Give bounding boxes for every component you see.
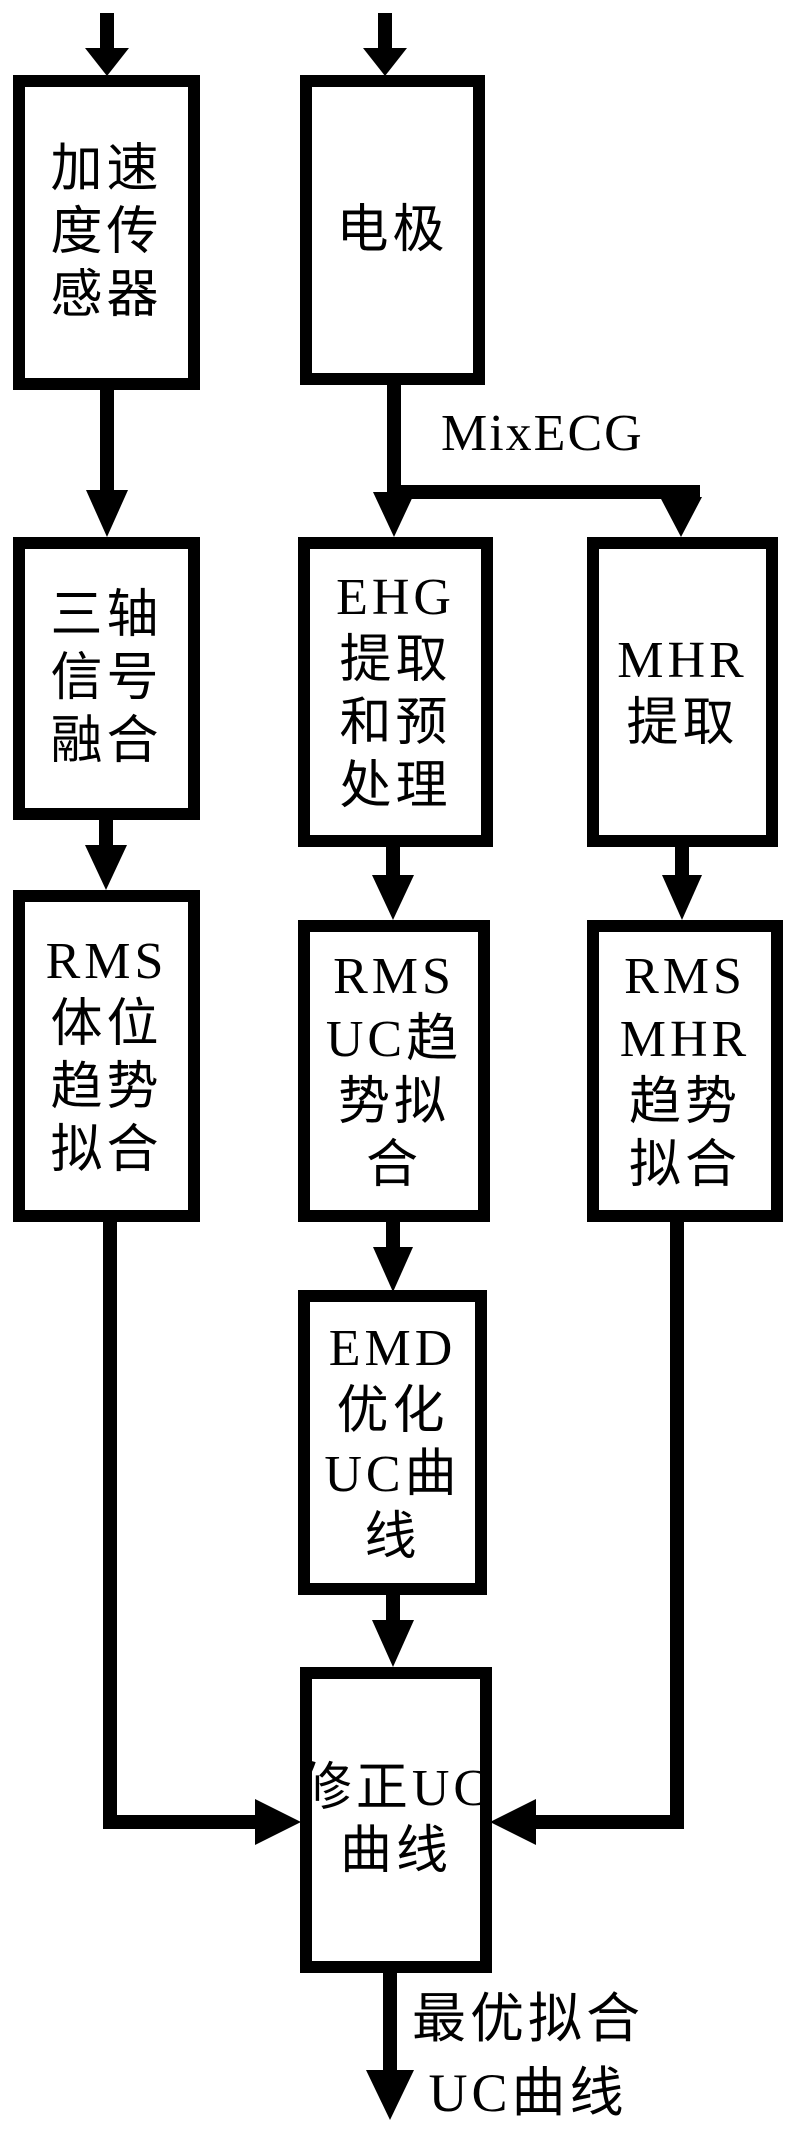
- label-mixecg: MixECG: [441, 405, 644, 462]
- node-rms-uc-trend-line: 合: [365, 1137, 422, 1194]
- node-mhr-extraction-label: MHR 提取: [617, 629, 747, 755]
- arrow-head-down-icon: [86, 490, 128, 537]
- arrow-shaft: [386, 1593, 400, 1622]
- arrow-head-down-icon: [372, 875, 414, 920]
- node-rms-mhr-trend-label: RMS MHR 趋势 拟合: [620, 945, 750, 1197]
- arrow-head-down-icon: [366, 2070, 414, 2120]
- node-electrode-line: 电极: [336, 201, 449, 259]
- node-ehg-extraction-label: EHG 提取 和预 处理: [336, 566, 455, 818]
- node-rms-uc-trend-line: 势拟: [337, 1074, 450, 1131]
- node-rms-posture-trend-label: RMS 体位 趋势 拟合: [46, 930, 168, 1182]
- node-emd-optimize-uc-label: EMD 优化 UC曲 线: [324, 1317, 460, 1569]
- node-rms-mhr-trend-line: RMS: [624, 948, 746, 1005]
- arrow-head-right-icon: [255, 1799, 301, 1845]
- arrow-shaft: [378, 13, 392, 50]
- node-triaxial-fusion-label: 三轴 信号 融合: [50, 584, 162, 773]
- arrow-shaft: [100, 13, 114, 50]
- node-rms-mhr-trend-line: 趋势: [628, 1074, 741, 1131]
- arrow-head-down-icon: [660, 497, 702, 537]
- node-triaxial-fusion-line: 信号: [50, 650, 163, 707]
- arrow-shaft: [387, 383, 401, 499]
- node-accelerometer-line: 加速: [50, 141, 163, 198]
- node-mhr-extraction-line: 提取: [626, 695, 739, 752]
- node-rms-posture-trend-line: 拟合: [50, 1122, 163, 1179]
- node-rms-uc-trend: RMS UC趋 势拟 合: [298, 920, 490, 1222]
- node-accelerometer-line: 感器: [50, 267, 163, 324]
- node-rms-mhr-trend: RMS MHR 趋势 拟合: [587, 920, 783, 1222]
- arrow-branch-line: [387, 485, 700, 499]
- node-rms-mhr-trend-line: 拟合: [628, 1137, 741, 1194]
- arrow-shaft: [675, 845, 689, 877]
- node-triaxial-fusion: 三轴 信号 融合: [13, 537, 200, 820]
- arrow-shaft: [670, 1220, 684, 1822]
- node-rms-mhr-trend-line: MHR: [619, 1011, 751, 1068]
- arrow-shaft: [100, 388, 114, 492]
- node-ehg-extraction-line: 提取: [339, 632, 452, 689]
- arrow-head-down-icon: [662, 875, 702, 920]
- node-electrode-label: 电极: [336, 199, 448, 262]
- node-triaxial-fusion-line: 三轴: [50, 587, 163, 644]
- arrow-head-down-icon: [373, 1247, 413, 1292]
- node-ehg-extraction-line: 和预: [339, 695, 452, 752]
- node-ehg-extraction-line: 处理: [339, 758, 452, 815]
- node-electrode: 电极: [300, 75, 485, 385]
- arrow-shaft: [103, 1220, 117, 1822]
- node-rms-posture-trend-line: 趋势: [50, 1059, 163, 1116]
- arrow-shaft: [99, 818, 113, 847]
- node-rms-posture-trend-line: 体位: [50, 996, 163, 1053]
- node-ehg-extraction-line: EHG: [336, 569, 455, 626]
- arrow-shaft: [103, 1815, 255, 1829]
- node-emd-optimize-uc-line: 优化: [336, 1382, 449, 1440]
- node-emd-optimize-uc: EMD 优化 UC曲 线: [298, 1290, 487, 1595]
- node-correct-uc-curve: 修正UC 曲线: [300, 1667, 492, 1973]
- node-rms-uc-trend-label: RMS UC趋 势拟 合: [326, 945, 462, 1197]
- label-output-line: 最优拟合: [412, 1989, 644, 2049]
- node-correct-uc-curve-line: 曲线: [339, 1823, 452, 1880]
- node-emd-optimize-uc-line: 线: [364, 1508, 421, 1566]
- node-correct-uc-curve-label: 修正UC 曲线: [300, 1757, 492, 1883]
- node-emd-optimize-uc-line: UC曲: [324, 1445, 461, 1503]
- arrow-head-down-icon: [373, 492, 415, 537]
- arrow-shaft: [386, 1220, 400, 1249]
- node-ehg-extraction: EHG 提取 和预 处理: [298, 537, 493, 847]
- arrow-shaft: [386, 845, 400, 877]
- arrow-head-down-icon: [85, 48, 129, 76]
- node-rms-uc-trend-line: RMS: [333, 948, 455, 1005]
- node-mhr-extraction: MHR 提取: [587, 537, 778, 847]
- node-rms-posture-trend-line: RMS: [45, 933, 168, 990]
- label-output-line: UC曲线: [428, 2063, 628, 2123]
- arrow-head-down-icon: [85, 845, 127, 890]
- node-accelerometer: 加速 度传 感器: [13, 75, 200, 390]
- node-rms-uc-trend-line: UC趋: [325, 1011, 463, 1068]
- node-rms-posture-trend: RMS 体位 趋势 拟合: [13, 890, 200, 1222]
- node-correct-uc-curve-line: 修正UC: [299, 1760, 493, 1817]
- arrow-head-down-icon: [363, 48, 407, 76]
- arrow-head-down-icon: [372, 1620, 414, 1667]
- node-mhr-extraction-line: MHR: [617, 632, 748, 689]
- label-output-uc-curve: 最优拟合 UC曲线: [398, 1982, 658, 2130]
- arrow-head-left-icon: [490, 1799, 536, 1845]
- node-triaxial-fusion-line: 融合: [50, 713, 163, 770]
- node-accelerometer-line: 度传: [50, 204, 163, 261]
- node-accelerometer-label: 加速 度传 感器: [50, 138, 162, 327]
- node-emd-optimize-uc-line: EMD: [328, 1319, 457, 1377]
- arrow-shaft: [383, 1971, 397, 2072]
- arrow-shaft: [536, 1815, 684, 1829]
